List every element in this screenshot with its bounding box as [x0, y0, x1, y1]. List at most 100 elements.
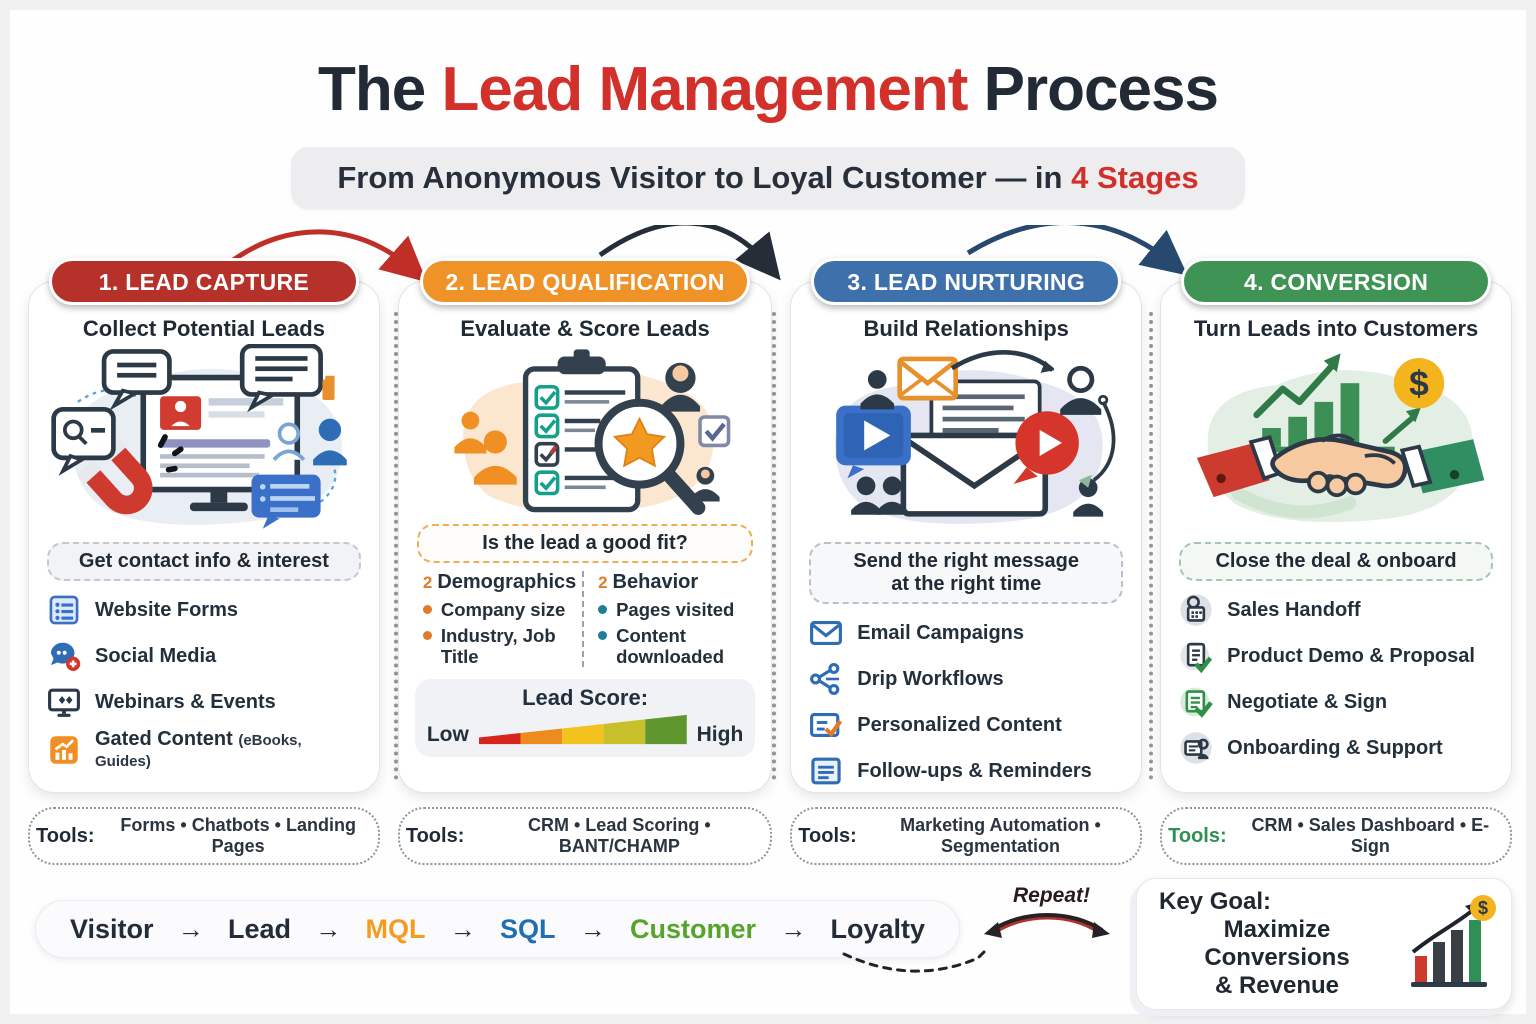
- stage-2-tools: Tools: CRM • Lead Scoring • BANT/CHAMP: [397, 807, 773, 865]
- stage-1-list: Website Forms Social Media Webinars & Ev…: [41, 591, 367, 771]
- stage-1-header-pill: 1. LEAD CAPTURE: [49, 258, 359, 305]
- conversion-illustration: $: [1173, 344, 1499, 540]
- subtitle-text: From Anonymous Visitor to Loyal Customer…: [337, 160, 1063, 195]
- svg-text:$: $: [1478, 898, 1488, 918]
- list-item: Negotiate & Sign: [1179, 683, 1493, 721]
- flow-arrow: →: [177, 913, 204, 944]
- list-item-label: Personalized Content: [857, 713, 1062, 736]
- lead-score-label: Lead Score:: [522, 685, 649, 711]
- flow-stage-mql: MQL: [365, 913, 426, 944]
- stage-conversion: 4. CONVERSION Turn Leads into Customers: [1160, 258, 1512, 865]
- column-separator: [772, 312, 776, 780]
- page-title: The Lead Management Process: [0, 54, 1536, 125]
- flow-stage-visitor: Visitor: [70, 913, 154, 944]
- key-goal-line1: Maximize Conversions: [1204, 915, 1350, 971]
- person-icon: [860, 370, 895, 410]
- list-item-note: (eBooks, Guides): [95, 732, 302, 770]
- email-campaign-icon: [809, 616, 843, 650]
- list-item-label: Webinars & Events: [95, 690, 276, 713]
- list-item-label: Follow-ups & Reminders: [857, 759, 1092, 782]
- list-item: Gated Content (eBooks, Guides): [47, 729, 361, 771]
- person-icon: [660, 362, 700, 412]
- social-media-icon: [47, 639, 81, 673]
- lead-capture-illustration: [41, 344, 367, 540]
- negotiate-sign-icon: [1179, 685, 1213, 719]
- tools-items: CRM • Lead Scoring • BANT/CHAMP: [528, 815, 711, 856]
- list-item: Sales Handoff: [1179, 591, 1493, 629]
- flow-arrow: →: [449, 913, 476, 944]
- handshake-icon: [1197, 433, 1485, 498]
- monitor-icon: [140, 374, 301, 512]
- bullet-dot: [422, 631, 432, 641]
- speech-bubble-icon: [239, 344, 323, 413]
- list-item-label: Social Media: [95, 644, 217, 667]
- checkbox-icon: [698, 415, 731, 448]
- tools-label: Tools:: [36, 824, 95, 847]
- website-form-icon: [47, 593, 81, 627]
- flow-arrow: →: [780, 913, 807, 944]
- bullet-item: Industry, Job Title: [422, 626, 578, 667]
- subtitle-highlight: 4 Stages: [1071, 160, 1199, 195]
- subtitle-banner: From Anonymous Visitor to Loyal Customer…: [291, 147, 1245, 209]
- behavior-group: 2 Behavior Pages visited Content downloa…: [582, 571, 757, 668]
- lead-nurturing-illustration: [803, 344, 1129, 540]
- column-separator: [1149, 312, 1153, 780]
- product-demo-icon: [1179, 639, 1213, 673]
- followup-reminder-icon: [809, 754, 843, 788]
- book-icon: [322, 375, 335, 400]
- loop-curve: [1092, 400, 1116, 482]
- flow-stage-lead: Lead: [228, 913, 292, 944]
- revenue-chart-icon: $: [1401, 894, 1497, 994]
- lead-score-low: Low: [426, 723, 469, 747]
- bullet-item: Pages visited: [598, 599, 753, 620]
- title-highlight: Lead Management: [441, 55, 969, 124]
- stage-1-subtitle: Collect Potential Leads: [82, 316, 325, 341]
- svg-text:$: $: [1409, 363, 1429, 403]
- stage-2-banner: Is the lead a good fit?: [416, 524, 754, 563]
- person-icon: [313, 418, 347, 466]
- flow-arrow: →: [579, 913, 606, 944]
- stage-4-tools: Tools: CRM • Sales Dashboard • E-Sign: [1160, 807, 1512, 865]
- flow-stage-customer: Customer: [629, 913, 756, 944]
- tools-items: Marketing Automation • Segmentation: [900, 815, 1101, 856]
- group-title: 2 Demographics: [422, 571, 577, 593]
- repeat-label: Repeat!: [1013, 884, 1091, 907]
- tools-label: Tools:: [798, 824, 857, 847]
- stage-2-subtitle: Evaluate & Score Leads: [460, 316, 710, 341]
- dollar-coin-icon: $: [1393, 358, 1445, 409]
- group-marker: 2: [598, 573, 608, 592]
- list-item-label: Website Forms: [95, 598, 238, 621]
- stage-2-header-pill: 2. LEAD QUALIFICATION: [420, 258, 750, 305]
- lead-score-panel: Lead Score: Low High: [414, 679, 756, 758]
- repeat-double-arrow: [984, 913, 1110, 938]
- header: The Lead Management Process From Anonymo…: [0, 54, 1536, 209]
- list-item: Drip Workflows: [809, 660, 1123, 698]
- key-goal-card: Key Goal: Maximize Conversions & Revenue…: [1136, 878, 1512, 1010]
- stage-3-list: Email Campaigns Drip Workflows Personali…: [803, 614, 1129, 790]
- list-item: Social Media: [47, 637, 361, 675]
- tools-items: CRM • Sales Dashboard • E-Sign: [1251, 815, 1490, 856]
- funnel-flow-bar: Visitor → Lead → MQL → SQL → Customer → …: [35, 900, 960, 958]
- flow-stage-loyalty: Loyalty: [830, 913, 925, 944]
- stage-4-header-pill: 4. CONVERSION: [1181, 258, 1491, 305]
- envelope-small-icon: [897, 356, 959, 401]
- flow-stage-sql: SQL: [499, 913, 556, 944]
- list-item-label: Negotiate & Sign: [1227, 690, 1388, 713]
- tools-items: Forms • Chatbots • Landing Pages: [120, 815, 356, 856]
- stage-1-tools: Tools: Forms • Chatbots • Landing Pages: [28, 807, 380, 865]
- bullet-item: Content downloaded: [598, 626, 753, 667]
- onboarding-support-icon: [1179, 731, 1213, 765]
- bullet-item: Company size: [422, 599, 578, 620]
- stage-3-subtitle: Build Relationships: [863, 316, 1069, 341]
- list-item-label: Email Campaigns: [857, 621, 1024, 644]
- list-item: Onboarding & Support: [1179, 729, 1493, 767]
- qualification-groups: 2 Demographics Company size Industry, Jo…: [411, 571, 759, 668]
- stage-4-subtitle: Turn Leads into Customers: [1193, 316, 1479, 341]
- tools-label: Tools:: [405, 824, 465, 847]
- personalized-content-icon: [809, 708, 843, 742]
- gated-content-icon: [47, 733, 81, 767]
- bullet-dot: [598, 605, 608, 614]
- person-icon: [690, 466, 720, 502]
- loyalty-loop-dashed-curve: [842, 950, 986, 973]
